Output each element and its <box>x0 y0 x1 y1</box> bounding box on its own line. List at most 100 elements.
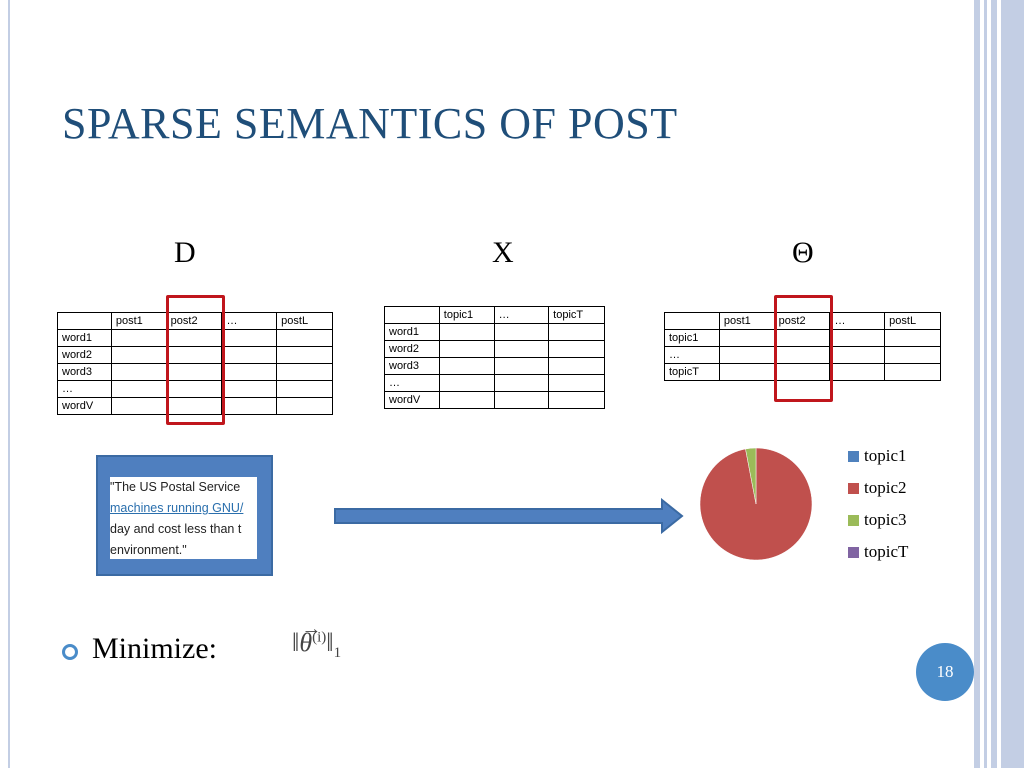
table-cell <box>438 323 495 341</box>
legend-item-topic1: topic1 <box>848 446 908 478</box>
column-header <box>57 312 112 330</box>
table-cell <box>829 346 886 364</box>
table-cell <box>110 397 167 415</box>
legend-label: topicT <box>864 542 909 561</box>
table-cell <box>884 346 941 364</box>
row-header: word2 <box>57 346 112 364</box>
post-line: "The US Postal Service <box>110 480 241 494</box>
row-header: wordV <box>57 397 112 415</box>
bullet-text: Minimize: <box>92 632 217 665</box>
legend-swatch <box>848 515 859 526</box>
table-cell <box>110 380 167 398</box>
table-cell <box>110 329 167 347</box>
table-cell <box>276 346 333 364</box>
row-header: word2 <box>384 340 440 358</box>
column-header: postL <box>276 312 333 330</box>
row-header: topic1 <box>664 329 720 347</box>
matrix-x-label: X <box>492 236 514 269</box>
legend-item-topicT: topicT <box>848 542 908 574</box>
page-number-badge: 18 <box>916 643 974 701</box>
column-header: postL <box>884 312 941 330</box>
column-header: topic1 <box>438 306 495 324</box>
table-row: wordV <box>57 397 333 415</box>
pie-legend: topic1 topic2 topic3 topicT <box>848 446 908 574</box>
matrix-d-highlight-column <box>166 295 225 425</box>
left-border-line <box>8 0 10 768</box>
column-header: topicT <box>548 306 605 324</box>
table-cell <box>493 391 550 409</box>
table-cell <box>438 391 495 409</box>
legend-label: topic1 <box>864 446 907 465</box>
topic-pie-chart <box>699 447 813 561</box>
table-row: topicT <box>664 363 941 381</box>
theta-symbol: θ <box>299 628 313 657</box>
table-cell <box>548 357 605 375</box>
theta-vector: →θ <box>299 618 321 657</box>
table-cell <box>548 340 605 358</box>
column-header: … <box>493 306 550 324</box>
table-cell <box>438 374 495 392</box>
table-cell <box>221 363 278 381</box>
row-header: word3 <box>384 357 440 375</box>
table-row: word2 <box>384 340 605 358</box>
table-cell <box>829 363 886 381</box>
table-row: wordV <box>384 391 605 409</box>
table-cell <box>438 357 495 375</box>
legend-swatch <box>848 451 859 462</box>
table-cell <box>718 363 775 381</box>
row-header: word3 <box>57 363 112 381</box>
table-row: … <box>384 374 605 392</box>
slide-title: SPARSE SEMANTICS OF POST <box>62 99 678 148</box>
norm-bar-left: ‖ <box>292 628 300 657</box>
legend-swatch <box>848 547 859 558</box>
matrix-d-label: D <box>174 236 196 269</box>
pie-slice-topic3 <box>745 447 757 505</box>
table-cell <box>718 346 775 364</box>
legend-swatch <box>848 483 859 494</box>
table-cell <box>221 329 278 347</box>
post-snippet-box: "The US Postal Service machines running … <box>96 455 273 576</box>
row-header: wordV <box>384 391 440 409</box>
table-cell <box>493 340 550 358</box>
right-arrow-icon <box>334 498 684 534</box>
row-header: word1 <box>57 329 112 347</box>
post-snippet-text: "The US Postal Service machines running … <box>110 477 257 559</box>
table-cell <box>884 329 941 347</box>
table-cell <box>493 374 550 392</box>
column-header: post1 <box>718 312 775 330</box>
table-cell <box>110 346 167 364</box>
table-cell <box>718 329 775 347</box>
post-link-line[interactable]: machines running GNU/ <box>110 501 244 515</box>
table-cell <box>438 340 495 358</box>
column-header: … <box>829 312 886 330</box>
table-cell <box>493 323 550 341</box>
table-cell <box>548 391 605 409</box>
row-header: word1 <box>384 323 440 341</box>
legend-label: topic3 <box>864 510 907 529</box>
table-row: word3 <box>384 357 605 375</box>
table-cell <box>276 363 333 381</box>
column-header <box>384 306 440 324</box>
table-cell <box>493 357 550 375</box>
column-header: post1 <box>110 312 167 330</box>
table-cell <box>221 397 278 415</box>
row-header: … <box>384 374 440 392</box>
l1-norm-formula: ‖→θ(i)‖1 <box>292 618 341 662</box>
formula-superscript: (i) <box>312 629 327 646</box>
right-decorative-bars <box>974 0 1024 768</box>
table-cell <box>548 323 605 341</box>
table-row: word1 <box>384 323 605 341</box>
post-line: environment." <box>110 543 187 557</box>
vector-arrow-icon: → <box>301 618 322 640</box>
column-header: … <box>221 312 278 330</box>
legend-item-topic2: topic2 <box>848 478 908 510</box>
post-line: day and cost less than t <box>110 522 242 536</box>
matrix-theta-highlight-column <box>774 295 833 402</box>
row-header: … <box>664 346 720 364</box>
table-cell <box>276 329 333 347</box>
table-cell <box>221 346 278 364</box>
